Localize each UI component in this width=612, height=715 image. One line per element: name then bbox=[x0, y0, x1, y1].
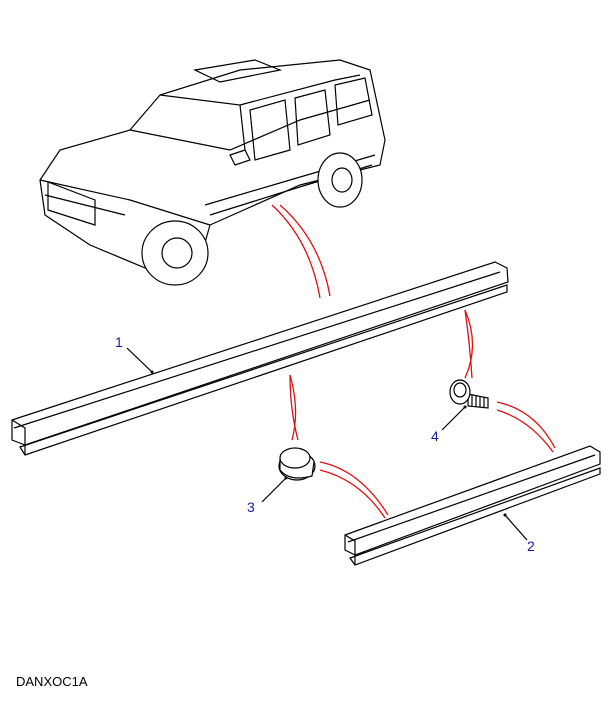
callout-2: 2 bbox=[527, 538, 535, 554]
clip-part bbox=[278, 447, 316, 481]
drawing-code: DANXOC1A bbox=[16, 674, 88, 689]
leader-curves bbox=[271, 204, 556, 519]
callout-4: 4 bbox=[431, 428, 439, 444]
short-moulding bbox=[344, 445, 601, 566]
long-moulding bbox=[11, 261, 509, 456]
callout-lines bbox=[126, 347, 528, 541]
callout-1: 1 bbox=[115, 334, 123, 350]
callout-3: 3 bbox=[247, 499, 255, 515]
vehicle-illustration bbox=[39, 59, 386, 286]
screw-part bbox=[449, 379, 489, 409]
